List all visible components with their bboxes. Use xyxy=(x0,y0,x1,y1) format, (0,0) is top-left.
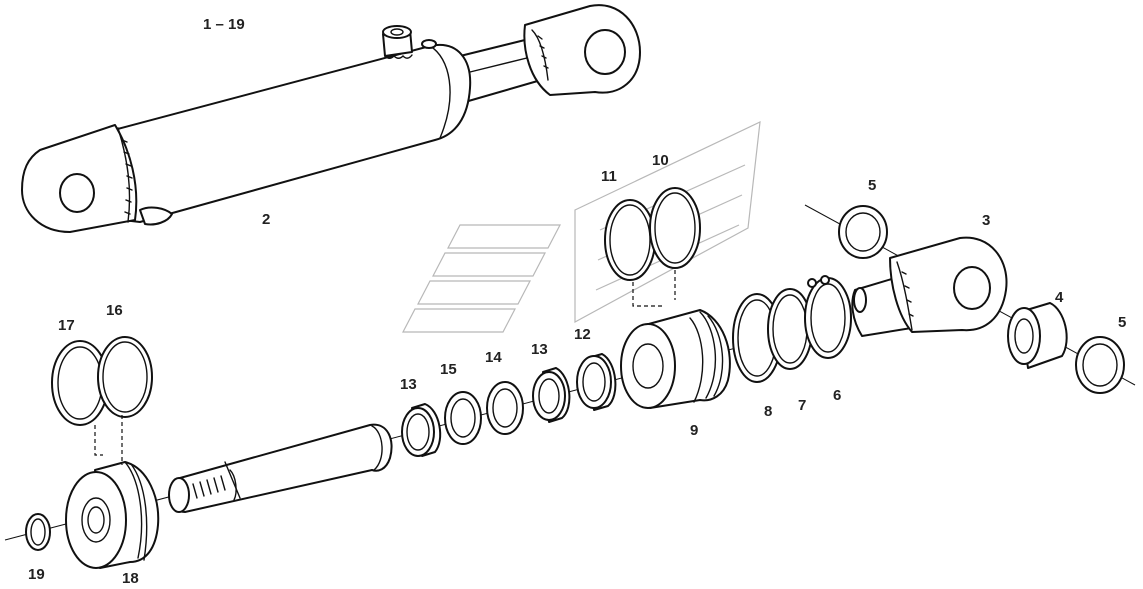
label-5-right: 5 xyxy=(1118,314,1126,331)
label-4: 4 xyxy=(1055,289,1064,306)
piston-rod xyxy=(168,423,393,513)
label-10: 10 xyxy=(652,152,669,169)
leader-16-17 xyxy=(94,415,123,465)
label-13-left: 13 xyxy=(400,376,417,393)
rod-eye xyxy=(523,4,641,96)
label-18: 18 xyxy=(122,570,139,587)
part-17-seal-ring xyxy=(51,340,109,426)
label-1-19: 1 – 19 xyxy=(203,16,245,33)
part-9-cylinder-head xyxy=(620,309,731,409)
part-18-piston xyxy=(65,461,160,569)
label-16: 16 xyxy=(106,302,123,319)
part-16-seal-ring xyxy=(97,336,153,418)
part-11-seal-ring xyxy=(604,199,656,281)
part-12-ring xyxy=(576,353,617,411)
part-6-snap-ring xyxy=(804,275,852,359)
label-15: 15 xyxy=(440,361,457,378)
part-10-seal-ring xyxy=(649,187,701,269)
part-3-rod-eye xyxy=(851,236,1008,337)
part-19-snap-ring xyxy=(25,513,51,551)
callout-labels: 1 – 19 2 3 4 5 5 6 7 8 9 10 11 12 13 13 … xyxy=(28,16,1126,587)
label-13-center: 13 xyxy=(531,341,548,358)
label-3: 3 xyxy=(982,212,990,229)
part-4-bushing xyxy=(1007,302,1068,369)
label-5-top: 5 xyxy=(868,177,876,194)
barrel xyxy=(94,25,472,223)
part-5-ring-top xyxy=(838,205,888,259)
part-7-ring xyxy=(767,288,813,370)
label-12: 12 xyxy=(574,326,591,343)
label-19: 19 xyxy=(28,566,45,583)
part-14-ring xyxy=(486,381,524,435)
label-11: 11 xyxy=(601,168,617,185)
part-5-ring-bottom xyxy=(1075,336,1125,394)
label-8: 8 xyxy=(764,403,772,420)
label-9: 9 xyxy=(690,422,698,439)
label-6: 6 xyxy=(833,387,841,404)
part-13-bushing-left xyxy=(401,403,442,457)
label-2: 2 xyxy=(262,211,270,228)
label-17: 17 xyxy=(58,317,75,334)
watermark-logo xyxy=(402,120,761,333)
label-14: 14 xyxy=(485,349,502,366)
assembled-cylinder xyxy=(21,4,641,233)
part-15-ring xyxy=(444,391,482,445)
leader-10-11 xyxy=(632,270,676,307)
label-7: 7 xyxy=(798,397,806,414)
base-eye xyxy=(21,124,173,233)
part-13-ring-center xyxy=(532,367,571,423)
